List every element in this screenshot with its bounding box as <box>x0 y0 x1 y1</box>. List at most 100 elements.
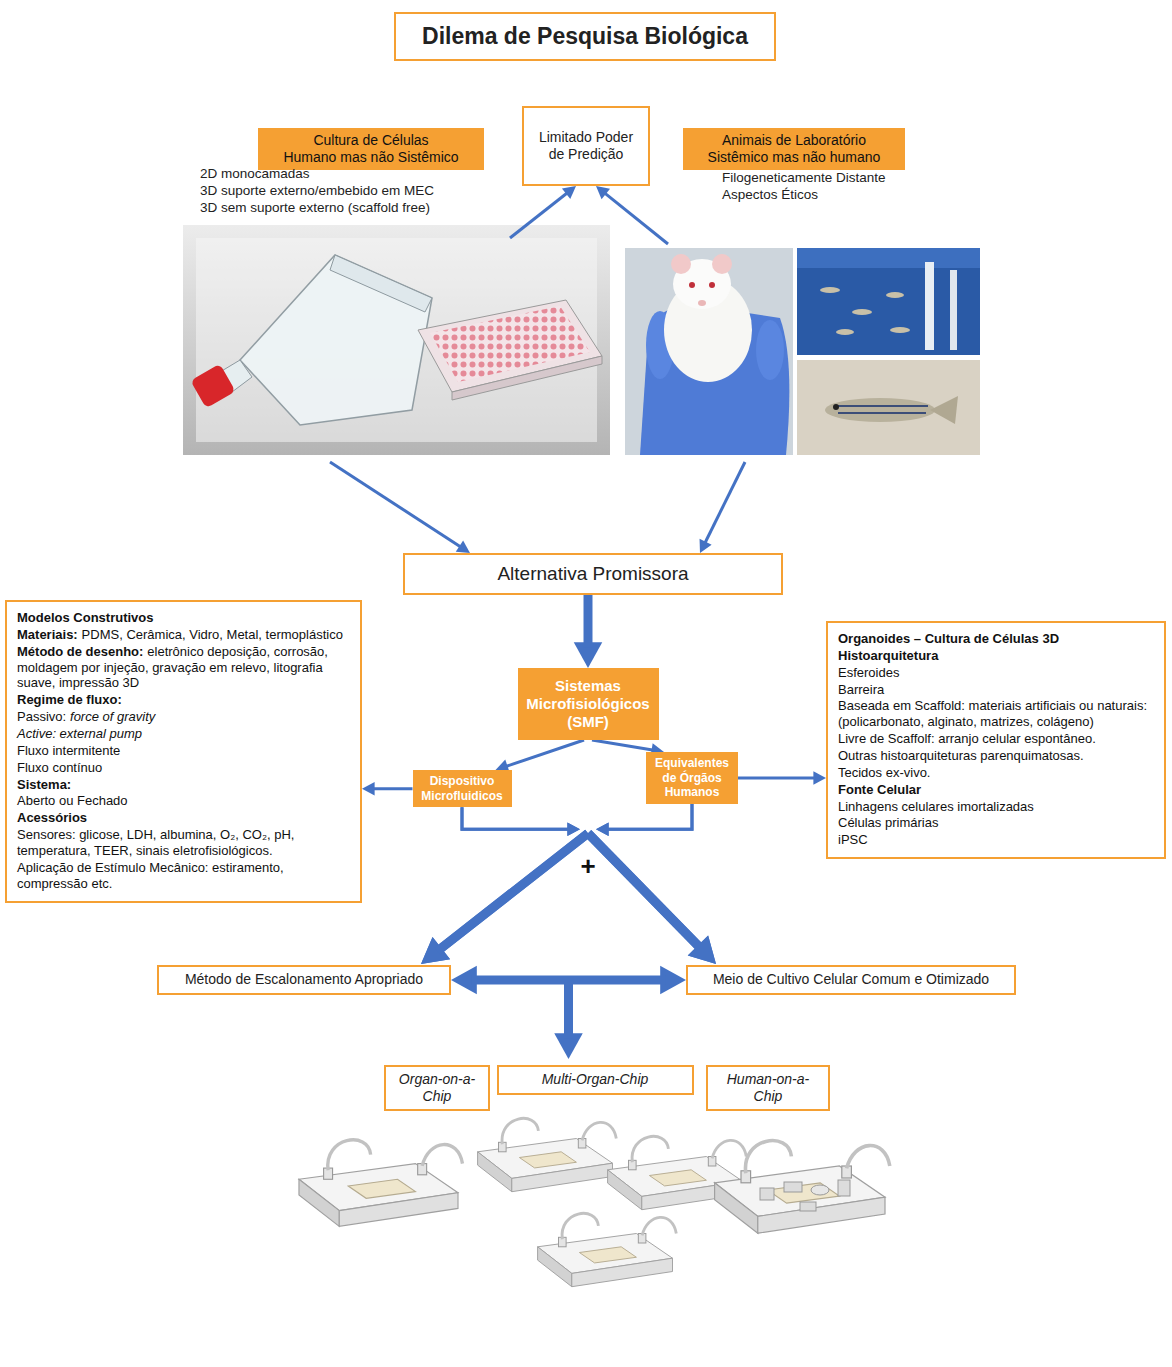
panel-text: Aberto ou Fechado <box>17 793 128 808</box>
detail-panel: Modelos ConstrutivosMateriais:PDMS, Cerâ… <box>5 600 362 903</box>
panel-text: Regime de fluxo: <box>17 692 122 707</box>
text-line: Acessórios <box>17 810 350 826</box>
text-line: Fluxo intermitente <box>17 743 350 759</box>
text-line: Outras histoarquiteturas parenquimatosas… <box>838 748 1154 764</box>
box-text: Cultura de Células <box>264 132 478 149</box>
box-text: Alternativa Promissora <box>411 562 775 585</box>
panel-text: Organoides – Cultura de Células 3D <box>838 631 1059 646</box>
text-line: Sistema: <box>17 777 350 793</box>
label-list: Filogeneticamente DistanteAspectos Ético… <box>722 170 886 204</box>
panel-text: Sistema: <box>17 777 71 792</box>
box-text: Human-on-a-Chip <box>714 1071 822 1105</box>
text-line: Fonte Celular <box>838 782 1154 798</box>
outcome-box: Human-on-a-Chip <box>706 1065 830 1111</box>
multi-organ-chip-drawing <box>478 1118 747 1286</box>
arrow-line <box>606 804 692 829</box>
arrow-line <box>462 807 570 829</box>
box-text: Equivalentes de Órgãos Humanos <box>652 756 732 800</box>
list-item: Aspectos Éticos <box>722 187 886 204</box>
cell-culture-photo <box>183 225 610 455</box>
process-box: Alternativa Promissora <box>403 553 783 595</box>
connector <box>462 807 716 964</box>
zebrafish-photo <box>797 360 980 455</box>
arrow-line <box>505 740 584 767</box>
panel-text: Modelos Construtivos <box>17 610 154 625</box>
connector <box>574 595 603 668</box>
box-text: Sistêmico mas não humano <box>689 149 899 166</box>
panel-text: Passivo: <box>17 709 66 724</box>
category-header: Animais de LaboratórioSistêmico mas não … <box>683 128 905 170</box>
connector <box>738 771 826 785</box>
text-line: iPSC <box>838 832 1154 848</box>
arrow-line <box>606 804 692 829</box>
central-box: Sistemas Microfisiológicos (SMF) <box>518 668 659 740</box>
panel-text: Aplicação de Estímulo Mecânico: estirame… <box>17 860 284 891</box>
panel-text: Baseada em Scaffold: materiais artificia… <box>838 698 1147 729</box>
arrow-line <box>704 462 745 544</box>
outcome-box: Multi-Organ-Chip <box>497 1065 694 1095</box>
component-box: Equivalentes de Órgãos Humanos <box>646 752 738 804</box>
connector <box>362 782 413 796</box>
plus-sign: + <box>568 851 608 882</box>
arrow-line <box>372 787 412 790</box>
text-line: Active: external pump <box>17 726 350 742</box>
text-line: Método de desenho:eletrônico deposição, … <box>17 644 350 692</box>
arrow-line <box>437 833 588 951</box>
text-line: Baseada em Scaffold: materiais artificia… <box>838 698 1154 730</box>
arrow-line <box>738 776 816 779</box>
panel-text: Materiais: <box>17 627 78 642</box>
panel-text: Fluxo intermitente <box>17 743 120 758</box>
panel-text: Active: external pump <box>17 726 142 741</box>
title-box: Dilema de Pesquisa Biológica <box>394 12 776 61</box>
panel-text: Células primárias <box>838 815 938 830</box>
photo-layer <box>0 0 1172 470</box>
panel-text: iPSC <box>838 832 868 847</box>
panel-text: Esferoides <box>838 665 899 680</box>
list-item: 3D suporte externo/embebido em MEC <box>200 183 434 200</box>
outcome-box: Limitado Poder de Predição <box>522 106 650 186</box>
text-line: Passivo:force of gravity <box>17 709 350 725</box>
text-line: Organoides – Cultura de Células 3D <box>838 631 1154 647</box>
detail-panel: Organoides – Cultura de Células 3DHistoa… <box>826 621 1166 859</box>
box-text: Método de Escalonamento Apropriado <box>165 971 443 988</box>
panel-text: Sensores: glicose, LDH, albumina, O₂, CO… <box>17 827 294 858</box>
panel-text: Barreira <box>838 682 884 697</box>
flow-arrow <box>554 980 583 1059</box>
text-line: Regime de fluxo: <box>17 692 350 708</box>
panel-text: Linhagens celulares imortalizadas <box>838 799 1034 814</box>
panel-text: Fonte Celular <box>838 782 921 797</box>
panel-text: Método de desenho: <box>17 644 143 659</box>
panel-text: Livre de Scaffolf: arranjo celular espon… <box>838 731 1096 746</box>
arrow-line <box>330 462 462 548</box>
text-line: Barreira <box>838 682 1154 698</box>
arrow-line <box>584 595 593 647</box>
text-line: Aplicação de Estímulo Mecânico: estirame… <box>17 860 350 892</box>
chip-illustrations <box>0 1110 1172 1325</box>
connector <box>510 186 576 238</box>
text-line: Fluxo contínuo <box>17 760 350 776</box>
text-line: Sensores: glicose, LDH, albumina, O₂, CO… <box>17 827 350 859</box>
connector <box>421 807 588 964</box>
text-line: Células primárias <box>838 815 1154 831</box>
requirement-box: Meio de Cultivo Celular Comum e Otimizad… <box>686 965 1016 995</box>
arrow-line <box>588 833 702 949</box>
panel-text: Acessórios <box>17 810 87 825</box>
text-line: Modelos Construtivos <box>17 610 350 626</box>
arrow-line <box>564 980 573 1038</box>
title-text: Dilema de Pesquisa Biológica <box>422 23 748 50</box>
panel-text: Tecidos ex-vivo. <box>838 765 930 780</box>
text-line: Linhagens celulares imortalizadas <box>838 799 1154 815</box>
human-chip-drawing <box>715 1141 890 1234</box>
list-item: 2D monocamadas <box>200 166 434 183</box>
list-item: Filogeneticamente Distante <box>722 170 886 187</box>
box-text: Sistemas Microfisiológicos (SMF) <box>524 677 653 732</box>
text-line: Livre de Scaffolf: arranjo celular espon… <box>838 731 1154 747</box>
arrow-line <box>462 807 570 829</box>
component-box: Dispositivo Microfluidicos <box>413 770 512 807</box>
text-line: Tecidos ex-vivo. <box>838 765 1154 781</box>
lab-mouse-photo <box>625 248 793 455</box>
connector <box>700 462 745 553</box>
text-line: Materiais:PDMS, Cerâmica, Vidro, Metal, … <box>17 627 350 643</box>
connector <box>588 804 716 964</box>
